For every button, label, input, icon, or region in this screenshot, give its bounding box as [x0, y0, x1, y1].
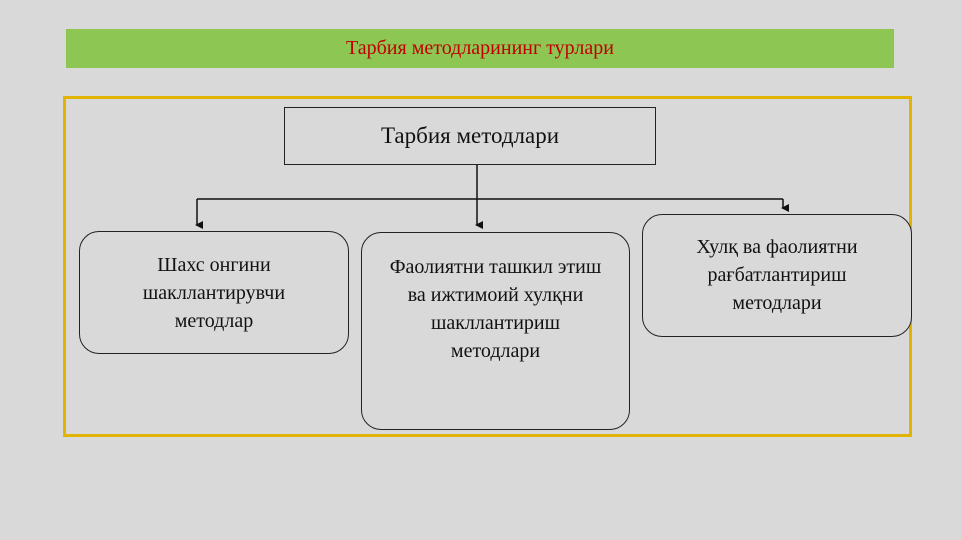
child-node-line: Фаолиятни ташкил этиш — [389, 256, 602, 278]
child-node-consciousness-methods: Шахс онгини шакллантирувчи методлар — [79, 231, 349, 354]
child-node-line: шакллантирувчи — [142, 281, 286, 304]
child-node-line: методлари — [732, 292, 822, 314]
child-node-activity-methods: Фаолиятни ташкил этиш ва ижтимоий хулқни… — [361, 232, 630, 430]
root-node-label: Тарбия методлари — [380, 122, 560, 148]
child-node-line: шакллантириш — [430, 312, 561, 334]
child-node-line: Хулқ ва фаолиятни — [696, 236, 858, 258]
child-node-line: Шахс онгини — [157, 253, 271, 276]
child-node-line: методлар — [174, 309, 254, 332]
child-node-line: рағбатлантириш — [707, 264, 847, 286]
child-node-line: методлари — [450, 340, 541, 362]
root-node: Тарбия методлари — [284, 107, 656, 165]
child-node-stimulation-methods: Хулқ ва фаолиятни рағбатлантириш методла… — [642, 214, 912, 337]
child-node-line: ва ижтимоий хулқни — [407, 284, 584, 306]
title-bar: Тарбия методларининг турлари — [66, 29, 894, 68]
diagram-title: Тарбия методларининг турлари — [346, 37, 614, 59]
